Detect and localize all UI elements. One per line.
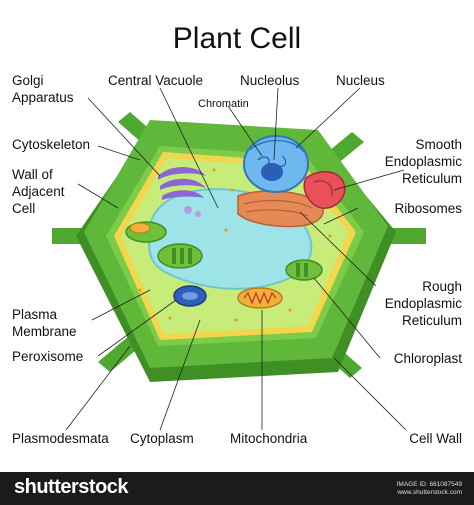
image-id: IMAGE ID: 661087549 www.shutterstock.com <box>396 481 462 496</box>
golgi-apparatus <box>158 167 206 217</box>
label-ribosomes: Ribosomes <box>394 201 462 216</box>
watermark-footer: shutterstock IMAGE ID: 661087549 www.shu… <box>0 472 474 505</box>
peroxisome-core <box>182 292 198 300</box>
label-central-vacuole: Central Vacuole <box>108 73 204 88</box>
label-nucleolus: Nucleolus <box>240 73 300 88</box>
nucleus <box>243 135 309 193</box>
nucleolus <box>261 163 283 181</box>
label-peroxisome: Peroxisome <box>12 349 84 364</box>
label-cell-wall: Cell Wall <box>409 431 462 446</box>
ribosome-dots <box>138 168 332 322</box>
label-chromatin: Chromatin <box>198 98 249 110</box>
label-cytoskeleton: Cytoskeleton <box>12 137 91 152</box>
diagram-title: Plant Cell <box>172 22 302 55</box>
label-mitochondria: Mitochondria <box>230 431 308 446</box>
mitochondria-shapes <box>129 222 283 309</box>
chromatin <box>257 155 287 167</box>
smooth-endoplasmic-reticulum <box>303 171 346 209</box>
label-plasmodesmata: Plasmodesmata <box>12 431 109 446</box>
brand-logo: shutterstock <box>14 476 129 498</box>
label-leader-lines <box>65 87 407 431</box>
label-nucleus: Nucleus <box>336 73 385 88</box>
label-chloroplast: Chloroplast <box>393 351 462 366</box>
label-cytoplasm: Cytoplasm <box>130 431 194 446</box>
